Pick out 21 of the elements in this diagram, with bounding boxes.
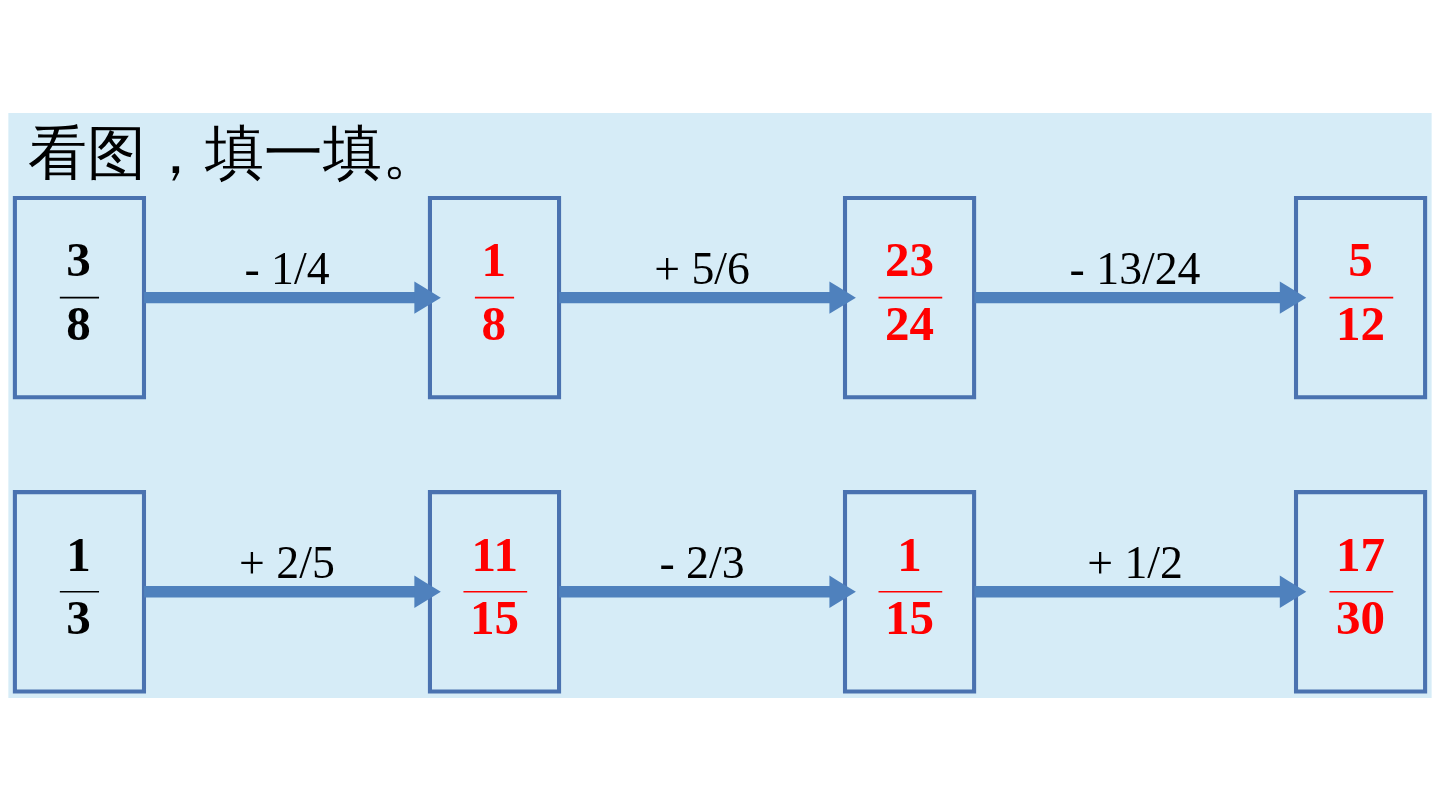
edge-label: - 1/4 (244, 242, 330, 294)
node-box: 17 30 (1293, 489, 1428, 693)
edge-label: + 5/6 (654, 242, 750, 294)
node-box: 5 12 (1293, 195, 1428, 399)
diagram-title: 看图，填一填。 (28, 117, 442, 187)
node-box: 1 8 (427, 195, 562, 399)
arrow (974, 280, 1307, 314)
edge-label: + 2/5 (239, 536, 335, 588)
node-box: 23 24 (842, 195, 977, 399)
arrow (974, 575, 1307, 608)
node-box: 3 8 (12, 195, 147, 399)
edge-label: + 1/2 (1087, 536, 1183, 588)
node-box: 11 15 (427, 489, 562, 693)
arrow (559, 280, 856, 314)
node-box: 1 15 (842, 489, 977, 693)
arrow (144, 280, 441, 314)
edge-label: - 2/3 (659, 536, 745, 588)
arrow (144, 575, 441, 608)
node-box: 1 3 (12, 489, 147, 693)
edge-label: - 13/24 (1069, 242, 1201, 294)
arrow (559, 575, 856, 608)
